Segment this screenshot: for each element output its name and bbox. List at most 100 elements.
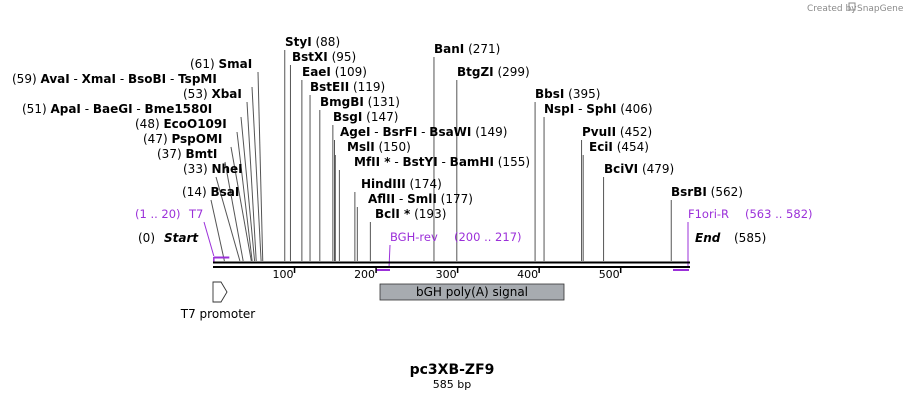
features: bGH poly(A) signal T7 promoter (180, 281, 565, 321)
enzyme-label-part: BanI (434, 42, 464, 56)
enzyme-label-part: (406) (616, 102, 652, 116)
enzyme-label-part: PspOMI (171, 132, 222, 146)
enzyme-label-cut-95: BstXI (95) (292, 50, 356, 64)
enzyme-label-part: BsaWI (429, 125, 471, 139)
enzyme-label-cut-59: (59) AvaI - XmaI - BsoBI - TspMI (12, 72, 217, 86)
enzyme-label-part: PvuII (582, 125, 616, 139)
primer-name: BGH-rev (390, 230, 438, 244)
enzyme-label-part: - (417, 125, 429, 139)
enzyme-labels: (14) BsaI(33) NheI(37) BmtI(47) PspOMI(4… (12, 35, 743, 221)
polya-feature-box (379, 283, 565, 301)
enzyme-label-part: (454) (613, 140, 649, 154)
enzyme-label-cut-479: BciVI (479) (604, 162, 674, 176)
origin-label: Start (164, 231, 199, 245)
enzyme-label-cut-150: MslI (150) (347, 140, 411, 154)
credit-prefix: Created by (807, 4, 857, 14)
enzyme-label-cut-299: BtgZI (299) (457, 65, 530, 79)
enzyme-label-cut-14: (14) BsaI (182, 185, 239, 199)
enzyme-label-cut-61: (61) SmaI (190, 57, 252, 71)
enzyme-label-cut-88: StyI (88) (285, 35, 340, 49)
cut-line (210, 199, 225, 262)
primer-name: T7 (188, 207, 203, 221)
enzyme-label-cut-177: AflII - SmlI (177) (368, 192, 473, 206)
enzyme-label-part: AvaI (40, 72, 69, 86)
enzyme-label-cut-131: BmgBI (131) (320, 95, 400, 109)
enzyme-label-cut-48: (48) EcoO109I (135, 117, 227, 131)
enzyme-label-part: (48) (135, 117, 163, 131)
enzyme-label-part: XmaI (82, 72, 116, 86)
enzyme-label-part: TspMI (178, 72, 217, 86)
enzyme-label-part: HindIII (361, 177, 406, 191)
enzyme-label-part: EaeI (302, 65, 331, 79)
cut-line (240, 116, 256, 262)
enzyme-label-part: NheI (211, 162, 242, 176)
enzyme-label-part: (14) (182, 185, 210, 199)
enzyme-label-part: (452) (616, 125, 652, 139)
enzyme-label-part: BaeGI (93, 102, 133, 116)
enzyme-label-part: (131) (364, 95, 400, 109)
promoter-label: T7 promoter (180, 307, 256, 321)
primer-leader (203, 221, 215, 257)
credit-brand: SnapGene (857, 4, 904, 14)
terminus-position: (585) (734, 231, 766, 245)
ruler-tick-label: 200 (354, 268, 375, 281)
enzyme-label-part: BstYI (403, 155, 438, 169)
sequence-length: 585 bp (433, 378, 471, 391)
enzyme-label-part: NspI (544, 102, 574, 116)
enzyme-label-part: EciI (589, 140, 613, 154)
enzyme-label-part: - (391, 155, 403, 169)
enzyme-label-part: - (395, 192, 407, 206)
cut-line (251, 86, 262, 262)
enzyme-label-part: - (70, 72, 82, 86)
enzyme-label-part: - (116, 72, 128, 86)
enzyme-label-part: (47) (143, 132, 171, 146)
enzyme-label-part: (61) (190, 57, 218, 71)
primer-range: (1 .. 20) (135, 207, 181, 221)
enzyme-label-part: - (574, 102, 586, 116)
enzyme-label-part: StyI (285, 35, 312, 49)
enzyme-label-part: (53) (183, 87, 211, 101)
enzyme-label-part: (299) (494, 65, 530, 79)
enzyme-label-cut-155: MfII * - BstYI - BamHI (155) (354, 155, 530, 169)
polya-feature-label: bGH poly(A) signal (416, 285, 528, 299)
enzyme-label-part: - (133, 102, 145, 116)
enzyme-label-part: (395) (564, 87, 600, 101)
enzyme-label-cut-395: BbsI (395) (535, 87, 600, 101)
enzyme-label-cut-174: HindIII (174) (361, 177, 442, 191)
primer-range: (563 .. 582) (745, 207, 813, 221)
enzyme-label-part: (479) (638, 162, 674, 176)
cut-line (246, 101, 257, 262)
enzyme-label-part: SmlI (407, 192, 437, 206)
enzyme-label-part: EcoO109I (163, 117, 226, 131)
enzyme-label-part: BamHI (450, 155, 494, 169)
enzyme-label-part: (88) (312, 35, 340, 49)
enzyme-label-part: BclI * (375, 207, 411, 221)
enzyme-label-part: - (166, 72, 178, 86)
enzyme-label-part: MfII * (354, 155, 391, 169)
enzyme-label-part: BsgI (333, 110, 362, 124)
primer-leader (388, 244, 391, 269)
enzyme-label-part: (271) (464, 42, 500, 56)
enzyme-label-cut-193: BclI * (193) (375, 207, 446, 221)
ruler-tick-label: 300 (436, 268, 457, 281)
enzyme-label-part: (51) (22, 102, 50, 116)
enzyme-label-part: BmtI (185, 147, 217, 161)
enzyme-label-part: (59) (12, 72, 40, 86)
enzyme-label-part: (562) (707, 185, 743, 199)
cut-line (230, 146, 252, 262)
enzyme-label-cut-53: (53) XbaI (183, 87, 242, 101)
enzyme-label-cut-147: BsgI (147) (333, 110, 398, 124)
enzyme-label-cut-37: (37) BmtI (157, 147, 217, 161)
cut-line (215, 176, 241, 262)
enzyme-label-part: (109) (331, 65, 367, 79)
enzyme-label-part: (149) (471, 125, 507, 139)
enzyme-label-part: (177) (437, 192, 473, 206)
sequence-title: pc3XB-ZF9 (410, 362, 495, 378)
enzyme-label-part: BstEII (310, 80, 349, 94)
primer-name: F1ori-R (688, 207, 729, 221)
enzyme-label-part: - (438, 155, 450, 169)
enzyme-label-cut-454: EciI (454) (589, 140, 649, 154)
